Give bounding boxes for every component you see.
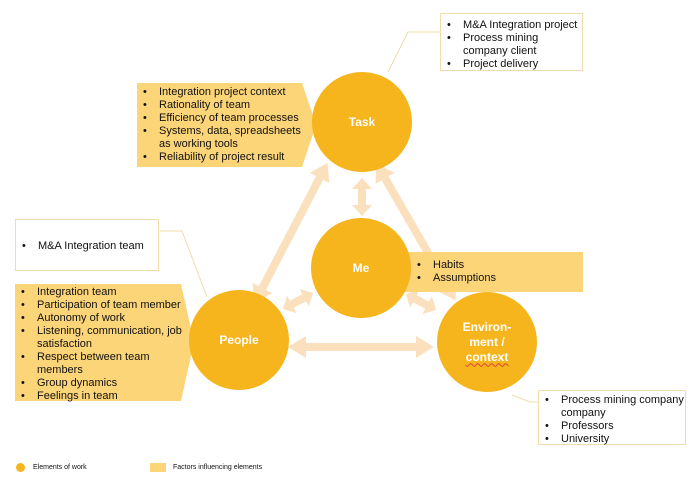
- arrow-me-task: [352, 178, 372, 216]
- list-item: Assumptions: [411, 272, 581, 285]
- environment-label-line1: Environ-: [462, 319, 512, 334]
- legend-circle-swatch: [16, 463, 25, 472]
- list-item: Process mining company company: [539, 394, 685, 420]
- list-item: Systems, data, spreadsheets as working t…: [137, 125, 305, 151]
- list-item: Feelings in team: [15, 390, 187, 403]
- people-label: People: [219, 333, 259, 347]
- me-circle: Me: [311, 218, 411, 318]
- list-item: University: [539, 433, 685, 446]
- list-item: Group dynamics: [15, 377, 187, 390]
- list-item: Autonomy of work: [15, 312, 187, 325]
- list-item: Integration project context: [137, 86, 305, 99]
- connector-task: [387, 31, 440, 73]
- arrow-me-people: [282, 288, 314, 314]
- list-item: Habits: [411, 259, 581, 272]
- list-item: Participation of team member: [15, 299, 187, 312]
- list-item: Process mining company client: [441, 32, 582, 58]
- me-factors: Habits Assumptions: [411, 259, 581, 285]
- list-item: Respect between team members: [15, 351, 187, 377]
- legend-elements-label: Elements of work: [33, 464, 87, 471]
- legend-factors-label: Factors influencing elements: [173, 464, 263, 471]
- task-label: Task: [348, 115, 376, 129]
- list-item: M&A Integration team: [16, 240, 158, 253]
- people-context: M&A Integration team: [15, 219, 159, 271]
- connector-people: [160, 230, 208, 298]
- list-item: Reliability of project result: [137, 151, 305, 164]
- list-item: Rationality of team: [137, 99, 305, 112]
- people-factors: Integration team Participation of team m…: [15, 286, 187, 403]
- list-item: Listening, communication, job satisfacti…: [15, 325, 187, 351]
- environment-label-line3: context: [465, 349, 509, 364]
- arrow-me-environment: [405, 289, 437, 315]
- task-circle: Task: [312, 72, 412, 172]
- list-item: M&A Integration project: [441, 19, 582, 32]
- list-item: Professors: [539, 420, 685, 433]
- task-factors: Integration project context Rationality …: [137, 86, 305, 164]
- list-item: Project delivery: [441, 58, 582, 71]
- list-item: Integration team: [15, 286, 187, 299]
- list-item: Efficiency of team processes: [137, 112, 305, 125]
- connector-environment: [511, 394, 538, 403]
- people-circle: People: [189, 290, 289, 390]
- me-label: Me: [352, 261, 370, 275]
- legend-factor-swatch: [150, 463, 166, 472]
- environment-context: Process mining company company Professor…: [538, 390, 686, 446]
- environment-circle: Environ- ment / context: [437, 292, 537, 392]
- arrow-people-environment: [288, 336, 434, 358]
- environment-label-line2: ment /: [469, 334, 505, 349]
- task-context: M&A Integration project Process mining c…: [440, 13, 583, 71]
